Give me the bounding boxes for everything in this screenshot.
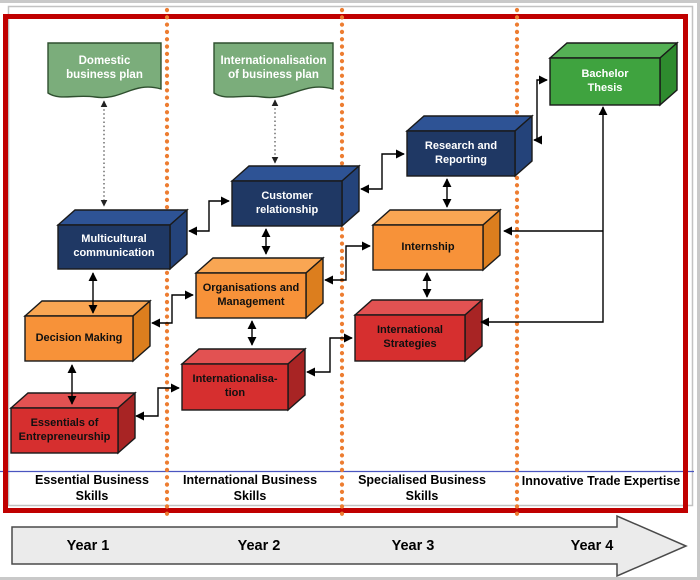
box-research-and-reporting[interactable]	[405, 114, 534, 178]
document-internationalisation-of-business-plan[interactable]	[213, 42, 334, 99]
arrow-internationalisation-strategies	[306, 333, 353, 377]
box-essentials-of-entrepreneurship[interactable]	[9, 391, 137, 455]
box-bachelor-thesis[interactable]	[548, 41, 679, 107]
timeline-arrow	[11, 514, 688, 577]
arrow-customer-research	[360, 149, 405, 194]
box-organisations-and-management[interactable]	[194, 256, 325, 320]
arrow-bachelor-strategies	[480, 106, 608, 327]
box-international-strategies[interactable]	[353, 298, 484, 363]
box-multicultural-communication[interactable]	[56, 208, 189, 271]
arrow-essentials-internationalisation	[135, 383, 180, 421]
box-internationalisation[interactable]	[180, 347, 307, 412]
slide-gray-frame	[7, 5, 694, 507]
document-domestic-business-plan[interactable]	[47, 42, 162, 99]
arrow-organisations-internship	[324, 241, 371, 285]
box-decision-making[interactable]	[23, 299, 152, 363]
box-internship[interactable]	[371, 208, 502, 272]
diagram-canvas	[0, 5, 694, 577]
arrow-multicultural-customer	[188, 196, 230, 236]
arrow-research-bachelor	[533, 75, 548, 145]
arrow-decision-organisations	[151, 290, 194, 328]
red-border	[3, 14, 688, 513]
box-customer-relationship[interactable]	[230, 164, 361, 228]
